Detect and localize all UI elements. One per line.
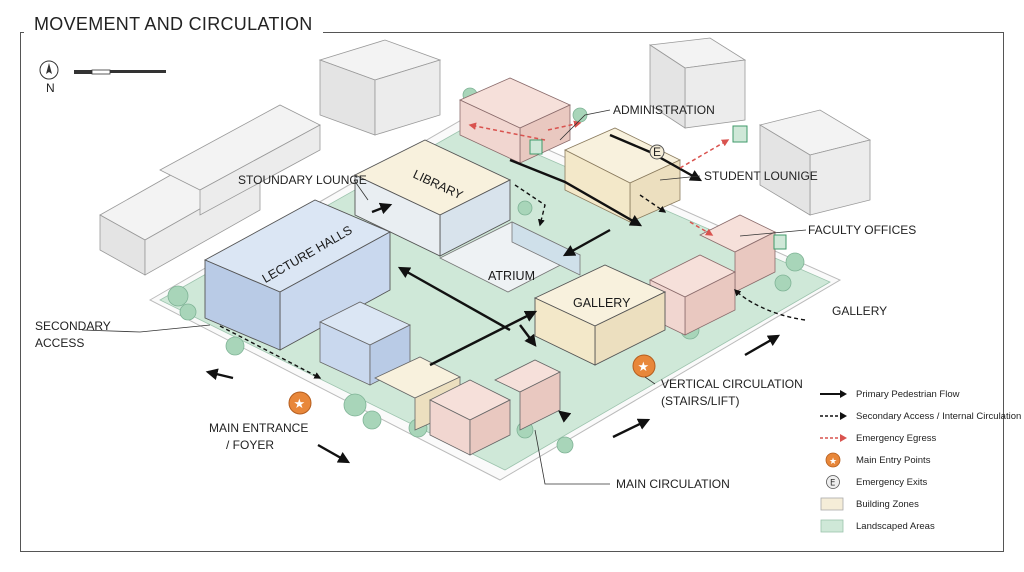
gallery-building xyxy=(533,264,667,366)
callout-student-lounge: STUDENT LOUNIGE xyxy=(704,169,818,183)
legend-label: Emergency Exits xyxy=(856,476,928,488)
callout-main-circulation: MAIN CIRCULATION xyxy=(616,477,730,491)
atrium-court xyxy=(439,221,581,293)
callout-faculty-offices: FACULTY OFFICES xyxy=(808,223,916,237)
legend-label: Landscaped Areas xyxy=(856,520,935,532)
emergency-exit-marker-icon xyxy=(649,144,665,160)
diagram-title: MOVEMENT AND CIRCULATION xyxy=(24,14,323,35)
svg-text:E: E xyxy=(830,479,835,489)
diagram-frame xyxy=(20,32,1004,552)
vertical-circulation-star-icon: ★ xyxy=(632,354,656,378)
svg-text:★: ★ xyxy=(829,457,837,467)
callout-main-entrance-line2: / FOYER xyxy=(226,438,274,452)
building-zone-swatch-icon xyxy=(818,496,848,512)
context-buildings xyxy=(99,37,872,276)
secondary-flow-arrows xyxy=(219,184,806,379)
legend-label: Secondary Access / Internal Circulation xyxy=(856,410,1022,422)
north-label: N xyxy=(46,81,55,95)
scale-bar xyxy=(74,69,166,75)
legend-item-primary: Primary Pedestrian Flow xyxy=(818,386,959,402)
emergency-egress-arrow-icon xyxy=(818,430,848,446)
callout-gallery-right: GALLERY xyxy=(832,304,887,318)
emergency-exit-circle-icon: E xyxy=(818,474,848,490)
atrium-label: ATRIUM xyxy=(488,269,535,283)
legend-item-exits: E Emergency Exits xyxy=(818,474,927,490)
legend-item-zones: Building Zones xyxy=(818,496,919,512)
main-entry-star-icon: ★ xyxy=(288,391,312,415)
callout-secondary-access-line1: SECONDARY xyxy=(35,319,111,333)
legend-label: Primary Pedestrian Flow xyxy=(856,388,960,400)
callout-secondary-access-line2: ACCESS xyxy=(35,336,84,350)
legend-label: Building Zones xyxy=(856,498,919,510)
primary-flow-arrow-icon xyxy=(818,386,848,402)
legend-item-secondary: Secondary Access / Internal Circulation xyxy=(818,408,1021,424)
svg-text:★: ★ xyxy=(294,397,306,412)
callout-main-entrance-line1: MAIN ENTRANCE xyxy=(209,421,308,435)
callout-secondary-lounge: STOUNDARY LOUNGE xyxy=(238,173,367,187)
emergency-exit-letter: E xyxy=(653,145,661,159)
legend-item-landscape: Landscaped Areas xyxy=(818,518,935,534)
legend-item-egress: Emergency Egress xyxy=(818,430,936,446)
callout-leaders xyxy=(81,109,807,485)
callout-vertical-circulation-line2: (STAIRS/LIFT) xyxy=(661,394,739,408)
south-buildings xyxy=(319,301,561,456)
library-building xyxy=(353,139,512,257)
gallery-label: GALLERY xyxy=(573,296,631,310)
callout-vertical-circulation-line1: VERTICAL CIRCULATION xyxy=(661,377,803,391)
primary-flow-arrows xyxy=(205,133,781,464)
legend-label: Emergency Egress xyxy=(856,432,937,444)
callout-administration: ADMINISTRATION xyxy=(613,103,715,117)
svg-text:★: ★ xyxy=(638,360,650,375)
north-arrow-icon xyxy=(39,60,59,80)
legend-item-entry: ★ Main Entry Points xyxy=(818,452,930,468)
lecture-halls-building xyxy=(203,199,392,351)
landscape-swatch-icon xyxy=(818,518,848,534)
student-lounge-building xyxy=(564,127,681,223)
trees xyxy=(167,87,805,454)
legend-label: Main Entry Points xyxy=(856,454,931,466)
secondary-flow-arrow-icon xyxy=(818,408,848,424)
emergency-exit-signs xyxy=(529,125,787,250)
emergency-egress-arrows xyxy=(468,120,730,236)
main-entry-star-icon: ★ xyxy=(818,452,848,468)
